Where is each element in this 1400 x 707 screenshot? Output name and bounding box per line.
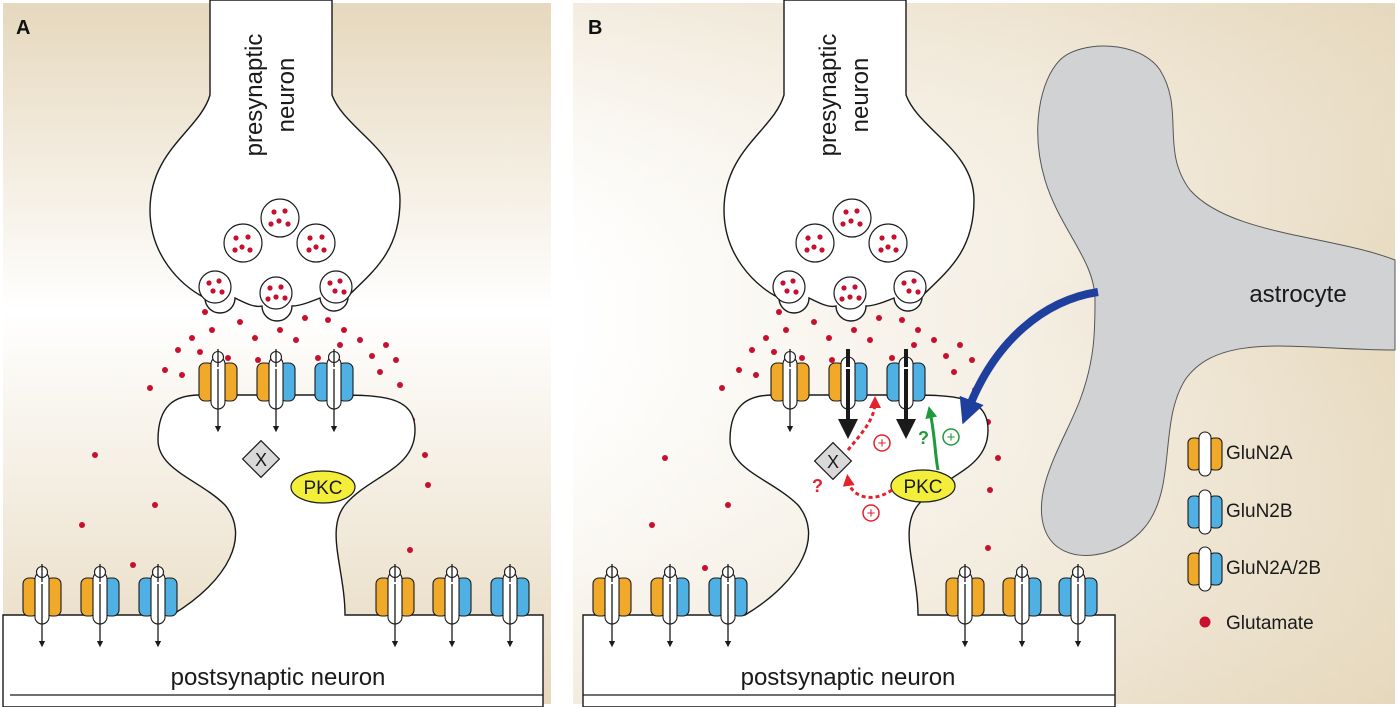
postsynaptic-label-b: postsynaptic neuron <box>741 664 956 691</box>
receptor-glun-2a <box>198 349 238 433</box>
vesicle <box>296 223 336 263</box>
receptor-glun-2b <box>138 564 178 648</box>
legend-label: GluN2B <box>1226 501 1293 522</box>
presynaptic-terminal-b <box>723 0 975 322</box>
glutamate-in-vesicles <box>206 208 347 302</box>
glutamate-cleft <box>79 309 431 568</box>
question-mark-red: ? <box>812 476 823 496</box>
receptor-glun-2b <box>1058 564 1098 648</box>
vesicles-b <box>772 198 927 310</box>
panel-b: B astrocyte presynaptic neuron <box>573 0 1396 707</box>
legend-label: GluN2A/2B <box>1226 558 1321 579</box>
presynaptic-label-b-line1: presynaptic <box>815 34 842 157</box>
receptor-glun-2b <box>886 349 926 439</box>
receptor-glun-2b <box>314 349 354 433</box>
plus-sign-red-1: + <box>873 434 891 452</box>
receptor-icon <box>1187 489 1223 535</box>
pkc-label: PKC <box>303 478 342 499</box>
vesicle <box>319 270 353 304</box>
x-molecule-b: X <box>813 441 853 481</box>
receptor-glun-ab <box>650 564 690 648</box>
vesicle <box>223 223 263 263</box>
x-to-receptor-arrow <box>846 396 881 451</box>
plus-sign-red-2: + <box>862 504 880 522</box>
receptors-panel-b <box>592 349 1098 648</box>
receptor-glun-2a <box>592 564 632 648</box>
astrocyte-label: astrocyte <box>1249 281 1346 308</box>
vesicle <box>795 223 835 263</box>
receptor-glun-2a <box>770 349 810 433</box>
receptor-icon <box>1187 431 1223 477</box>
receptor-glun-2a <box>945 564 985 648</box>
receptor-icon <box>1187 546 1223 592</box>
pkc-enzyme-b: PKC <box>890 469 956 503</box>
receptor-glun-2a <box>375 564 415 648</box>
panel-a: A presynaptic neuron <box>2 0 551 707</box>
plus-text: + <box>867 505 876 522</box>
vesicle <box>772 270 806 304</box>
question-mark-green: ? <box>918 428 929 448</box>
receptor-glun-ab <box>432 564 472 648</box>
presynaptic-label-line2: neuron <box>273 58 300 133</box>
receptor-glun-2b <box>708 564 748 648</box>
receptor-glun-ab <box>828 349 868 439</box>
receptor-glun-2b <box>490 564 530 648</box>
pkc-label-b: PKC <box>903 477 942 498</box>
astrocyte-signal-arrow <box>959 288 1099 425</box>
receptor-glun-ab <box>256 349 296 433</box>
vesicles <box>198 198 353 310</box>
vesicle <box>260 198 300 238</box>
vesicle <box>259 276 293 310</box>
legend-item: GluN2B <box>1187 489 1293 535</box>
presynaptic-label-b-line2: neuron <box>847 58 874 133</box>
legend-item: Glutamate <box>1199 613 1314 634</box>
legend-item: GluN2A <box>1187 431 1293 477</box>
glutamate-cleft-b <box>649 309 1001 571</box>
receptor-glun-ab <box>1002 564 1042 648</box>
x-molecule: X <box>241 439 281 479</box>
glutamate-in-vesicles-b <box>780 208 921 302</box>
legend-label: Glutamate <box>1226 613 1314 634</box>
legend-item: GluN2A/2B <box>1187 546 1321 592</box>
vesicle <box>868 223 908 263</box>
legend-label: GluN2A <box>1226 443 1293 464</box>
pkc-to-x-arrow <box>842 474 893 499</box>
glutamate-dot-icon <box>1199 616 1211 628</box>
vesicle <box>832 198 872 238</box>
vesicle <box>833 276 867 310</box>
pkc-to-receptor-arrow <box>925 406 940 471</box>
legend: GluN2A GluN2B GluN2A/2B Glutamate <box>1187 431 1321 634</box>
pkc-enzyme: PKC <box>290 470 356 504</box>
x-label-b: X <box>827 452 839 472</box>
astrocyte <box>1037 45 1396 556</box>
panel-a-letter: A <box>16 17 30 39</box>
plus-text: + <box>947 429 956 446</box>
panel-b-letter: B <box>588 17 602 39</box>
receptors-panel-a <box>22 349 530 648</box>
vesicle <box>893 270 927 304</box>
x-label: X <box>255 450 267 470</box>
presynaptic-label-line1: presynaptic <box>241 34 268 157</box>
presynaptic-terminal <box>149 0 401 322</box>
plus-sign-green: + <box>942 428 960 446</box>
receptor-glun-2a <box>22 564 62 648</box>
plus-text: + <box>878 435 887 452</box>
receptor-glun-ab <box>80 564 120 648</box>
postsynaptic-label: postsynaptic neuron <box>171 664 386 691</box>
vesicle <box>198 270 232 304</box>
